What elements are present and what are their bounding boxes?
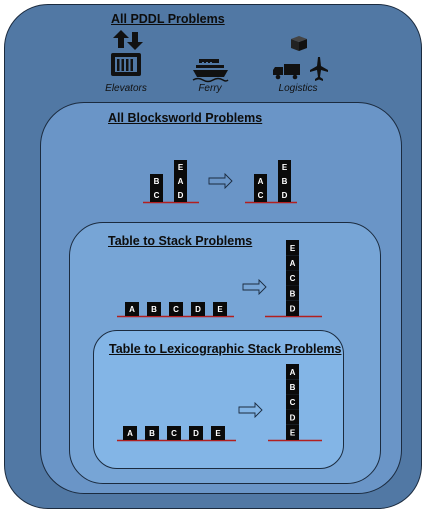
blocksworld-title: All Blocksworld Problems bbox=[108, 111, 263, 125]
block-label: B bbox=[290, 383, 296, 392]
block-label: B bbox=[149, 429, 155, 438]
block bbox=[278, 160, 291, 174]
block bbox=[213, 302, 227, 316]
block bbox=[286, 379, 299, 395]
block-label: D bbox=[290, 413, 296, 422]
block-label: C bbox=[171, 429, 177, 438]
block bbox=[286, 364, 299, 380]
block-label: B bbox=[154, 177, 160, 186]
transition-arrow bbox=[238, 401, 263, 419]
table-to-stack-title: Table to Stack Problems bbox=[108, 234, 253, 248]
block bbox=[286, 270, 299, 286]
block-label: C bbox=[173, 305, 179, 314]
block bbox=[125, 302, 139, 316]
block bbox=[286, 424, 299, 440]
block bbox=[286, 255, 299, 271]
block bbox=[211, 426, 225, 440]
block bbox=[123, 426, 137, 440]
block bbox=[150, 174, 163, 188]
block bbox=[169, 302, 183, 316]
block bbox=[167, 426, 181, 440]
block-label: C bbox=[154, 191, 160, 200]
block bbox=[145, 426, 159, 440]
elevator-icon bbox=[111, 30, 143, 76]
block bbox=[189, 426, 203, 440]
block-label: D bbox=[178, 191, 184, 200]
block-label: B bbox=[282, 177, 288, 186]
lexicographic-title: Table to Lexicographic Stack Problems bbox=[109, 342, 342, 356]
block bbox=[191, 302, 205, 316]
block-label: A bbox=[127, 429, 133, 438]
block bbox=[278, 188, 291, 202]
block-label: E bbox=[290, 244, 296, 253]
lexicographic-stack-problems-region bbox=[93, 330, 344, 469]
transition-arrow bbox=[242, 278, 267, 296]
block-label: A bbox=[129, 305, 135, 314]
elevators-label: Elevators bbox=[105, 83, 147, 94]
block-label: D bbox=[290, 305, 296, 314]
block-label: B bbox=[290, 289, 296, 298]
block bbox=[174, 188, 187, 202]
block-label: E bbox=[290, 429, 296, 438]
ferry-label: Ferry bbox=[198, 83, 222, 94]
block-label: C bbox=[290, 274, 296, 283]
block bbox=[286, 285, 299, 301]
block-label: A bbox=[290, 259, 296, 268]
block-label: D bbox=[193, 429, 199, 438]
block-label: C bbox=[290, 398, 296, 407]
block-label: E bbox=[178, 163, 184, 172]
block bbox=[150, 188, 163, 202]
block bbox=[286, 300, 299, 316]
block bbox=[147, 302, 161, 316]
block bbox=[174, 160, 187, 174]
block-label: D bbox=[195, 305, 201, 314]
block-label: E bbox=[217, 305, 223, 314]
block-label: B bbox=[151, 305, 157, 314]
block-label: D bbox=[282, 191, 288, 200]
ferry-icon bbox=[192, 59, 229, 83]
logistics-icon bbox=[273, 36, 328, 81]
block bbox=[254, 174, 267, 188]
all-pddl-title: All PDDL Problems bbox=[111, 12, 225, 26]
block bbox=[286, 394, 299, 410]
block-label: A bbox=[258, 177, 264, 186]
block bbox=[286, 409, 299, 425]
block-label: A bbox=[178, 177, 184, 186]
block-label: E bbox=[282, 163, 288, 172]
block-label: A bbox=[290, 368, 296, 377]
block-label: C bbox=[258, 191, 264, 200]
block bbox=[278, 174, 291, 188]
block-label: E bbox=[215, 429, 221, 438]
block bbox=[174, 174, 187, 188]
block bbox=[286, 240, 299, 256]
transition-arrow bbox=[208, 172, 233, 190]
block bbox=[254, 188, 267, 202]
logistics-label: Logistics bbox=[278, 83, 318, 94]
